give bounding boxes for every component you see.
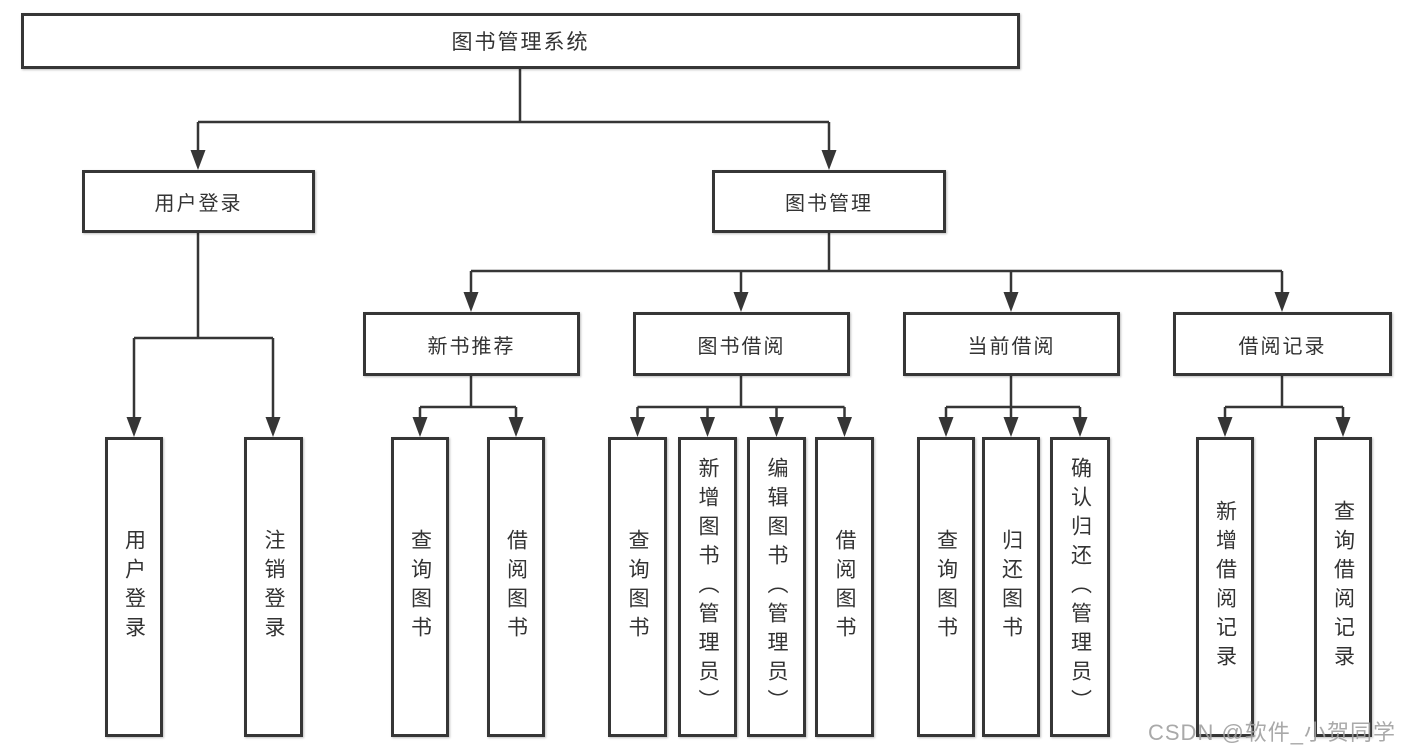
leaf-user-login: 用户登录 (105, 437, 163, 737)
node-library-management-system: 图书管理系统 (21, 13, 1020, 69)
node-label: 图书管理 (785, 193, 873, 215)
node-label: 借阅记录 (1238, 335, 1327, 358)
leaf-add-book-admin: 新增图书（管理员） (678, 437, 737, 737)
arrowheads (126, 150, 1351, 437)
leaf-query-borrow-record: 查询借阅记录 (1314, 437, 1372, 737)
node-label: 用户登录 (154, 193, 243, 215)
leaf-label: 查询图书 (626, 529, 650, 645)
node-label: 图书借阅 (697, 335, 786, 358)
node-label: 图书管理系统 (451, 31, 590, 54)
node-new-book-recommendation: 新书推荐 (363, 312, 580, 376)
node-user-login: 用户登录 (82, 170, 315, 233)
leaf-add-borrow-record: 新增借阅记录 (1196, 437, 1254, 737)
leaf-label: 新增图书（管理员） (696, 456, 720, 718)
leaf-query-books-borrowing: 查询图书 (608, 437, 667, 737)
leaf-label: 借阅图书 (504, 529, 528, 645)
leaf-borrow-books-borrowing: 借阅图书 (815, 437, 874, 737)
leaf-query-books-current: 查询图书 (917, 437, 975, 737)
leaf-label: 编辑图书（管理员） (765, 456, 789, 718)
leaf-query-books-recommend: 查询图书 (391, 437, 449, 737)
node-current-borrowing: 当前借阅 (903, 312, 1120, 376)
node-label: 新书推荐 (427, 335, 516, 358)
leaf-label: 查询借阅记录 (1331, 500, 1355, 674)
leaf-label: 查询图书 (934, 529, 958, 645)
node-label: 当前借阅 (967, 335, 1056, 358)
node-borrowing-records: 借阅记录 (1173, 312, 1392, 376)
leaf-edit-book-admin: 编辑图书（管理员） (747, 437, 806, 737)
leaf-label: 新增借阅记录 (1213, 500, 1237, 674)
leaf-return-book: 归还图书 (982, 437, 1040, 737)
leaf-label: 归还图书 (999, 529, 1023, 645)
leaf-confirm-return-admin: 确认归还（管理员） (1050, 437, 1110, 737)
node-book-management: 图书管理 (712, 170, 946, 233)
node-book-borrowing: 图书借阅 (633, 312, 850, 376)
leaf-label: 确认归还（管理员） (1068, 456, 1092, 718)
leaf-borrow-books-recommend: 借阅图书 (487, 437, 545, 737)
leaf-label: 注销登录 (262, 529, 286, 645)
leaf-label: 查询图书 (408, 529, 432, 645)
leaf-label: 用户登录 (122, 529, 146, 645)
leaf-logout: 注销登录 (244, 437, 303, 737)
leaf-label: 借阅图书 (833, 529, 857, 645)
watermark-text: CSDN @软件_小贺同学 (1148, 720, 1397, 745)
